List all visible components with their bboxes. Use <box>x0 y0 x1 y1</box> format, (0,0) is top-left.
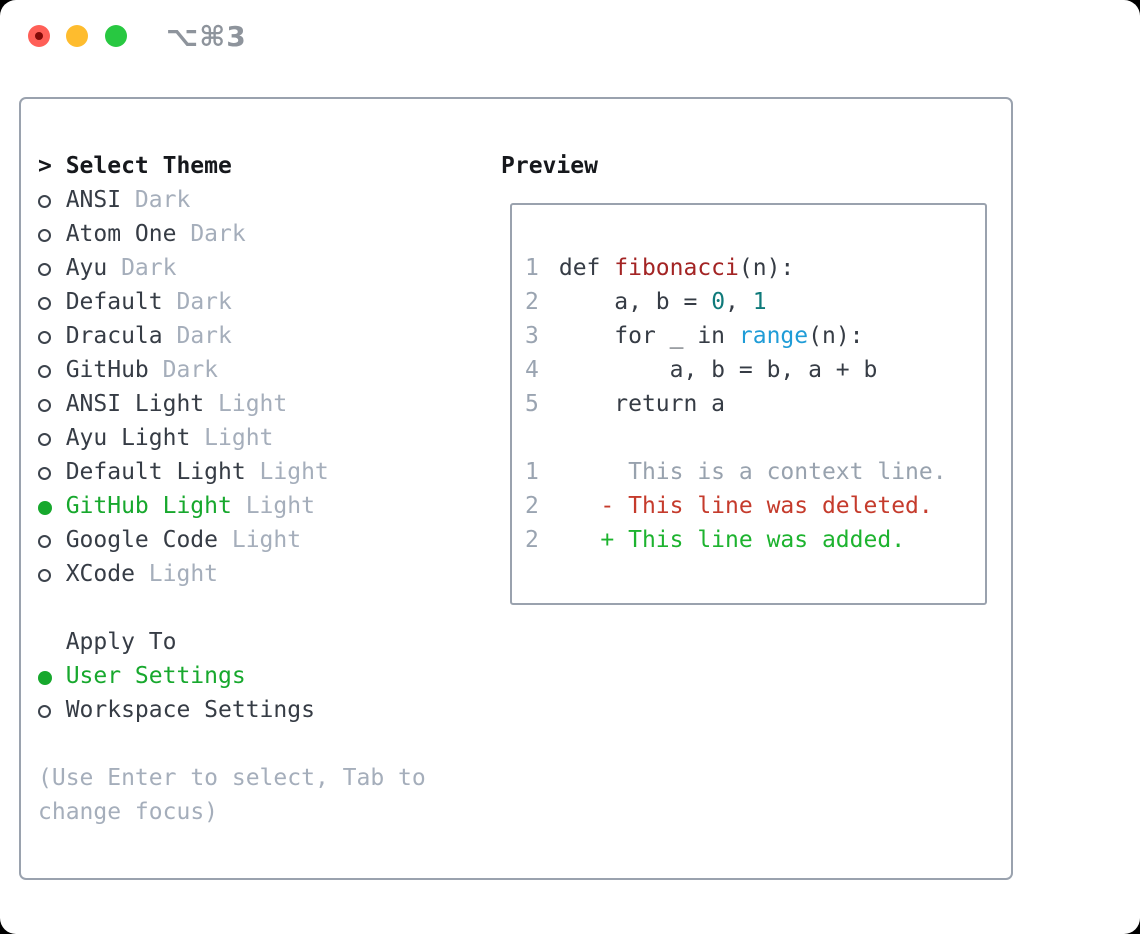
unsaved-indicator-icon <box>35 32 43 40</box>
radio-unselected-icon <box>38 229 51 242</box>
radio-unselected-icon <box>38 569 51 582</box>
code-segment: a, b = b, a + b <box>558 357 878 383</box>
radio-unselected-icon <box>38 365 51 378</box>
diff-line-deleted: 2 - This line was deleted. <box>525 489 985 523</box>
code-segment: for _ in <box>558 323 739 349</box>
radio-unselected-icon <box>38 399 51 412</box>
code-segment: range <box>738 323 809 349</box>
keyboard-hint-line-1: (Use Enter to select, Tab to <box>38 765 426 791</box>
code-line: 1 def fibonacci(n): <box>525 251 985 285</box>
line-number: 2 <box>525 493 539 519</box>
apply-option-workspace-settings[interactable]: Workspace Settings <box>38 693 426 727</box>
line-number: 4 <box>525 357 539 383</box>
window-shortcut-label: ⌥⌘3 <box>166 20 247 53</box>
radio-selected-icon <box>38 671 52 685</box>
radio-unselected-icon <box>38 331 51 344</box>
minimize-button[interactable] <box>66 25 88 47</box>
radio-unselected-icon <box>38 433 51 446</box>
select-theme-heading-label: Select Theme <box>65 153 232 179</box>
code-segment: (n): <box>808 323 864 349</box>
zoom-button[interactable] <box>105 25 127 47</box>
code-segment: fibonacci <box>614 255 739 281</box>
radio-unselected-icon <box>38 467 51 480</box>
code-segment: 0 <box>711 289 726 315</box>
diff-line-added: 2 + This line was added. <box>525 523 985 557</box>
code-line: 5 return a <box>525 387 985 421</box>
radio-unselected-icon <box>38 263 51 276</box>
apply-to-heading-label: Apply To <box>65 629 177 655</box>
line-number: 1 <box>525 459 539 485</box>
code-line: 2 a, b = 0, 1 <box>525 285 985 319</box>
diff-deleted-text: - This line was deleted. <box>558 493 933 519</box>
code-segment: def <box>558 255 615 281</box>
diff-context-text: This is a context line. <box>558 459 947 485</box>
radio-unselected-icon <box>38 297 51 310</box>
line-number: 5 <box>525 391 539 417</box>
code-line: 3 for _ in range(n): <box>525 319 985 353</box>
line-number: 3 <box>525 323 539 349</box>
apply-to-heading: Apply To <box>38 625 426 659</box>
radio-selected-icon <box>38 501 52 515</box>
diff-line-context: 1 This is a context line. <box>525 455 985 489</box>
apply-option-user-settings[interactable]: User Settings <box>38 659 426 693</box>
preview-heading: Preview <box>501 153 598 179</box>
line-number: 1 <box>525 255 539 281</box>
titlebar: ⌥⌘3 <box>0 0 1140 72</box>
radio-unselected-icon <box>38 705 51 718</box>
spacer <box>38 727 426 761</box>
code-segment: (n): <box>738 255 795 281</box>
spacer <box>525 421 985 455</box>
line-number: 2 <box>525 527 539 553</box>
close-button[interactable] <box>28 25 50 47</box>
radio-unselected-icon <box>38 535 51 548</box>
cursor-caret-icon: > <box>38 153 52 179</box>
code-segment: , <box>725 289 753 315</box>
radio-unselected-icon <box>38 195 51 208</box>
select-theme-heading: > Select Theme <box>38 149 426 183</box>
code-segment: return a <box>558 391 726 417</box>
code-segment: a, b = <box>558 289 712 315</box>
code-line: 4 a, b = b, a + b <box>525 353 985 387</box>
spacer <box>38 591 426 625</box>
code-segment: 1 <box>752 289 767 315</box>
keyboard-hint-line-2: change focus) <box>38 799 219 825</box>
diff-added-text: + This line was added. <box>558 527 906 553</box>
line-number: 2 <box>525 289 539 315</box>
